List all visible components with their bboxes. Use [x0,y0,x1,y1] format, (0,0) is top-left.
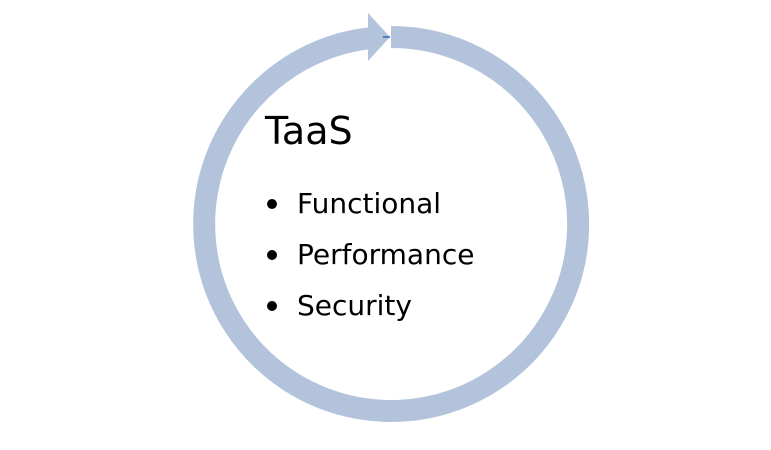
list-item-label: Security [297,289,412,322]
list-item: Performance [267,229,474,280]
bullet-list: Functional Performance Security [267,178,474,331]
cycle-arrowhead [368,13,390,61]
cycle-ring-arc [193,26,590,422]
list-item: Security [267,280,474,331]
bullet-dot-icon [267,198,277,209]
bullet-dot-icon [267,249,277,260]
bullet-dot-icon [267,300,277,311]
diagram-title: TaaS [265,109,353,153]
list-item-label: Performance [297,238,475,271]
list-item-label: Functional [297,187,442,220]
list-item: Functional [267,178,474,229]
